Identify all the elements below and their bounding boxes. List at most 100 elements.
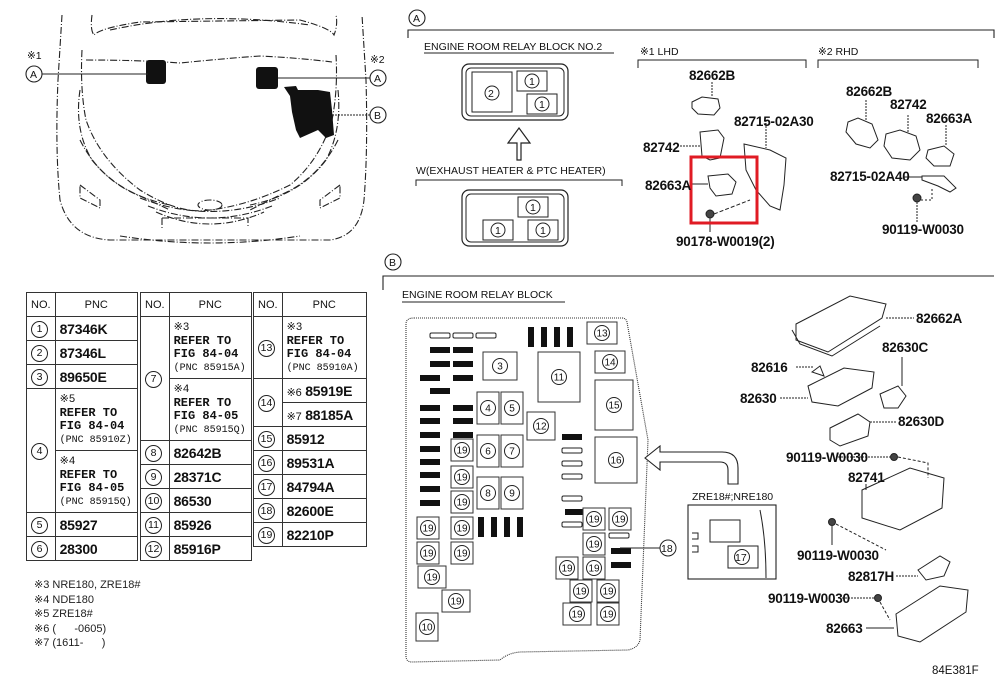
fuse-slot xyxy=(453,418,473,424)
part-82630C[interactable]: 82630C xyxy=(882,340,929,355)
pnc-value[interactable]: 89650E xyxy=(54,364,139,389)
pnc-value[interactable]: 82210P xyxy=(281,522,368,547)
fuse-slot xyxy=(541,327,547,347)
table-row[interactable]: 14 ※6 85919E xyxy=(253,378,368,427)
pnc-value[interactable]: 84794A xyxy=(281,474,368,499)
part-82662B[interactable]: 82662B xyxy=(846,84,893,99)
part-82715-02A30[interactable]: 82715-02A30 xyxy=(734,114,814,129)
relay-block-title: ENGINE ROOM RELAY BLOCK xyxy=(402,289,553,301)
fuse-slot xyxy=(420,405,440,411)
pnc-value[interactable]: 86530 xyxy=(168,488,253,513)
pnc-value[interactable]: 28371C xyxy=(168,464,253,489)
slot-number-circle xyxy=(424,569,440,585)
pnc-value[interactable]: 85916P xyxy=(168,536,253,561)
pnc-value[interactable]: 85927 xyxy=(54,512,139,537)
part-82742[interactable]: 82742 xyxy=(890,97,927,112)
fuse-slot xyxy=(453,432,473,438)
part-82663A[interactable]: 82663A xyxy=(926,111,973,126)
relay-slot-11 xyxy=(537,351,581,403)
row-number: 14 xyxy=(258,395,275,412)
part-90119-W0030[interactable]: 90119-W0030 xyxy=(768,591,850,606)
slot-number: 4 xyxy=(485,404,491,415)
fuse-slot xyxy=(478,517,484,537)
slot-number: 3 xyxy=(497,362,503,373)
slot-number-circle xyxy=(594,325,610,341)
slot-number-circle xyxy=(600,606,616,622)
pnc-value[interactable]: 87346L xyxy=(54,340,139,365)
slot-number-circle xyxy=(480,443,496,459)
header-pnc: PNC xyxy=(168,292,253,317)
highlight-box xyxy=(689,155,759,225)
slot-number-circle xyxy=(586,536,602,552)
pnc-value[interactable]: 28300 xyxy=(54,536,139,561)
part-82715-02A40[interactable]: 82715-02A40 xyxy=(830,169,910,184)
part-82662B[interactable]: 82662B xyxy=(689,68,736,83)
slot-number: 9 xyxy=(509,489,515,500)
slot-number-circle xyxy=(492,358,508,374)
slot-number-circle xyxy=(551,369,567,385)
table-row[interactable]: 8 82642B xyxy=(140,440,253,465)
pnc-value[interactable]: 82642B xyxy=(168,440,253,465)
fuse-slot xyxy=(420,432,440,438)
fuse-slot xyxy=(420,472,440,478)
slot-number: 19 xyxy=(456,473,468,484)
row-number: 8 xyxy=(145,445,162,462)
part-82616[interactable]: 82616 xyxy=(751,360,788,375)
part-82663[interactable]: 82663 xyxy=(826,621,863,636)
part-82630[interactable]: 82630 xyxy=(740,391,777,406)
callout-a-rhd xyxy=(369,69,387,87)
slot-number-circle xyxy=(454,545,470,561)
pnc-value[interactable]: 85926 xyxy=(168,512,253,537)
part-82741[interactable]: 82741 xyxy=(848,470,885,485)
part-82742[interactable]: 82742 xyxy=(643,140,680,155)
pnc-value[interactable]: 89531A xyxy=(281,450,368,475)
part-82663A[interactable]: 82663A xyxy=(645,178,692,193)
slot-number: 19 xyxy=(571,610,583,621)
pnc-value[interactable]: ※7 88185A xyxy=(281,402,368,427)
relay-slot-15 xyxy=(594,379,634,431)
table-row[interactable]: ※7 88185A xyxy=(254,402,368,427)
fuse-slot-empty xyxy=(561,473,583,480)
part-90119-W0030[interactable]: 90119-W0030 xyxy=(882,222,964,237)
part-82630D[interactable]: 82630D xyxy=(898,414,945,429)
part-90119-W0030[interactable]: 90119-W0030 xyxy=(797,548,879,563)
pnc-value[interactable]: 82600E xyxy=(281,498,368,523)
note-1-marker: ※1 xyxy=(27,50,42,62)
slot-number: 19 xyxy=(456,498,468,509)
part-90178-W0019[interactable]: 90178-W0019(2) xyxy=(676,234,775,249)
fuse-slot xyxy=(528,327,534,347)
callout-a-label: A xyxy=(30,69,37,81)
pnc-value[interactable]: ※6 85919E xyxy=(281,378,368,403)
part-82817H[interactable]: 82817H xyxy=(848,569,894,584)
pnc-value[interactable]: 87346K xyxy=(54,316,139,341)
slot-number-circle xyxy=(573,583,589,599)
header-no: NO. xyxy=(140,292,170,317)
part-82662A[interactable]: 82662A xyxy=(916,311,963,326)
part-90119-W0030[interactable]: 90119-W0030 xyxy=(786,450,868,465)
pnc-value[interactable]: 85912 xyxy=(281,426,368,451)
